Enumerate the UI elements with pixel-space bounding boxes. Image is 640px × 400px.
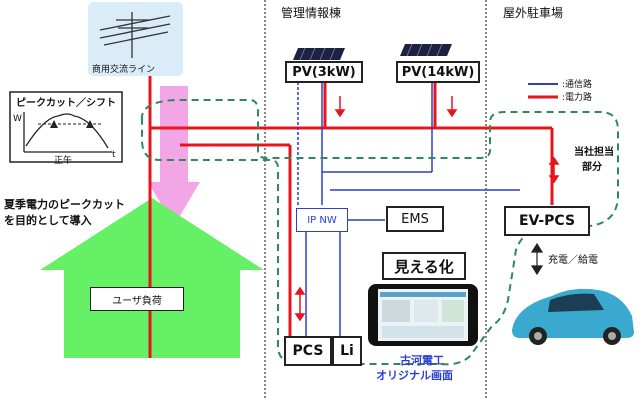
- peak-chart-x: 正午: [54, 156, 73, 166]
- legend-power: :電力路: [562, 93, 593, 103]
- original-screen-line1: 古河電工: [400, 354, 444, 367]
- pv-14kw-box: PV(14kW): [396, 61, 480, 83]
- flow-arrows: [294, 96, 560, 322]
- peak-arrow-left: [50, 120, 58, 128]
- utility-pole-icon: [99, 12, 171, 58]
- peak-chart-box: [9, 91, 123, 163]
- ip-nw-box: IP NW: [296, 208, 348, 232]
- pcs-box: PCS: [284, 336, 332, 366]
- energy-flow-arrow: [148, 86, 200, 226]
- li-battery-box: Li: [332, 336, 362, 366]
- company-part-line2: 部分: [582, 162, 602, 173]
- electric-car-icon: [512, 288, 634, 345]
- screen-footer: [382, 326, 464, 338]
- solar-panel-icon: [400, 43, 452, 57]
- header-parking: 屋外駐車場: [500, 4, 567, 21]
- ems-box: EMS: [386, 206, 444, 232]
- peak-note-line2: を目的として導入: [4, 214, 92, 227]
- company-part-line1: 当社担当: [574, 147, 614, 158]
- charge-label: 充電／給電: [548, 255, 598, 266]
- peak-chart-t: t: [112, 150, 116, 160]
- visualization-box: 見える化: [382, 252, 466, 280]
- solar-panel-icon: [293, 47, 345, 61]
- peak-chart-title: ピークカット／シフト: [16, 98, 116, 109]
- screen-panel-a: [382, 300, 410, 322]
- screen-panel-c: [442, 300, 464, 322]
- house-shape: [40, 198, 264, 358]
- scope-outline: [140, 99, 619, 366]
- user-load-box: ユーザ負荷: [90, 287, 184, 311]
- screen-panel-b: [414, 300, 438, 322]
- screen-header: [380, 292, 466, 297]
- grid-label: 商用交流ライン: [92, 65, 156, 75]
- ev-pcs-box: EV-PCS: [504, 206, 590, 236]
- legend-comm: :通信路: [562, 80, 593, 90]
- peak-chart-w: W: [13, 114, 22, 124]
- pv-3kw-box: PV(3kW): [285, 61, 363, 83]
- peak-note-line1: 夏季電力のピークカット: [4, 198, 125, 211]
- power-lines: [148, 76, 554, 358]
- header-management: 管理情報棟: [278, 4, 345, 21]
- original-screen-line2: オリジナル画面: [376, 369, 453, 382]
- charge-arrow-icon: [530, 242, 544, 276]
- peak-arrow-right: [86, 120, 94, 128]
